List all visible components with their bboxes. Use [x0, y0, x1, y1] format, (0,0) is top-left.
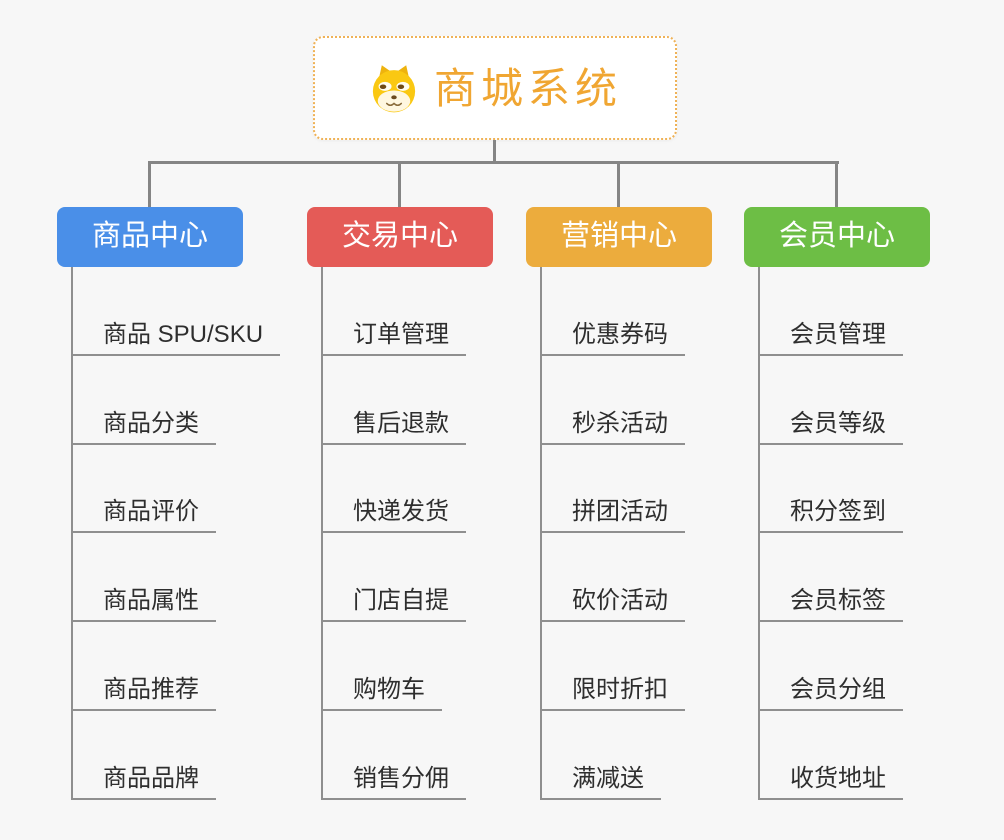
- branch-node[interactable]: 商品中心: [57, 207, 243, 267]
- leaf-row: 商品分类: [73, 356, 280, 445]
- connector-drop-line: [617, 161, 620, 207]
- leaf-topic[interactable]: 会员分组: [760, 675, 903, 711]
- leaf-row: 限时折扣: [542, 622, 685, 711]
- leaf-row: 收货地址: [760, 711, 903, 800]
- branch-label: 交易中心: [341, 219, 458, 252]
- branch-node[interactable]: 营销中心: [526, 207, 712, 267]
- branch-1: 商品中心 商品 SPU/SKU 商品分类 商品评价 商品属性 商品推荐 商品品牌: [57, 161, 281, 800]
- branch-leaves: 会员管理 会员等级 积分签到 会员标签 会员分组 收货地址: [758, 267, 903, 800]
- leaf-topic[interactable]: 商品 SPU/SKU: [73, 320, 281, 356]
- leaf-topic[interactable]: 优惠券码: [542, 320, 685, 356]
- leaf-topic[interactable]: 限时折扣: [542, 675, 685, 711]
- leaf-row: 商品 SPU/SKU: [73, 267, 281, 356]
- leaf-topic[interactable]: 收货地址: [760, 764, 903, 800]
- leaf-topic[interactable]: 秒杀活动: [542, 409, 685, 445]
- branch-3: 营销中心 优惠券码 秒杀活动 拼团活动 砍价活动 限时折扣 满减送: [526, 161, 712, 800]
- branch-label: 会员中心: [778, 219, 895, 252]
- connector-drop-line: [835, 161, 838, 207]
- leaf-row: 门店自提: [323, 533, 466, 623]
- leaf-row: 快递发货: [323, 445, 466, 534]
- leaf-topic[interactable]: 售后退款: [323, 409, 466, 445]
- leaf-topic[interactable]: 商品评价: [73, 497, 216, 534]
- leaf-topic[interactable]: 门店自提: [323, 586, 466, 623]
- leaf-topic[interactable]: 拼团活动: [542, 497, 685, 534]
- branch-node[interactable]: 会员中心: [744, 207, 930, 267]
- leaf-row: 商品品牌: [73, 711, 280, 800]
- leaf-row: 满减送: [542, 711, 685, 800]
- leaf-topic[interactable]: 商品属性: [73, 586, 216, 623]
- root-node[interactable]: 商城系统: [313, 36, 677, 140]
- leaf-row: 会员标签: [760, 533, 903, 623]
- leaf-row: 砍价活动: [542, 533, 685, 623]
- shiba-dog-icon: [368, 62, 420, 114]
- leaf-topic[interactable]: 商品分类: [73, 409, 216, 445]
- leaf-row: 销售分佣: [323, 711, 466, 800]
- leaf-row: 积分签到: [760, 445, 903, 534]
- branch-leaves: 商品 SPU/SKU 商品分类 商品评价 商品属性 商品推荐 商品品牌: [71, 267, 281, 800]
- leaf-row: 商品属性: [73, 533, 280, 623]
- branch-leaves: 优惠券码 秒杀活动 拼团活动 砍价活动 限时折扣 满减送: [540, 267, 685, 800]
- root-title: 商城系统: [433, 65, 622, 112]
- connector-drop-line: [398, 161, 401, 207]
- leaf-row: 商品评价: [73, 445, 280, 534]
- branch-2: 交易中心 订单管理 售后退款 快递发货 门店自提 购物车 销售分佣: [307, 161, 493, 800]
- leaf-row: 订单管理: [323, 267, 466, 356]
- leaf-topic[interactable]: 订单管理: [323, 320, 466, 356]
- leaf-row: 拼团活动: [542, 445, 685, 534]
- connector-horizontal: [148, 161, 839, 164]
- branch-leaves: 订单管理 售后退款 快递发货 门店自提 购物车 销售分佣: [321, 267, 466, 800]
- connector-drop-line: [148, 161, 151, 207]
- leaf-row: 会员分组: [760, 622, 903, 711]
- leaf-topic[interactable]: 积分签到: [760, 497, 903, 534]
- leaf-topic[interactable]: 购物车: [323, 675, 442, 711]
- leaf-topic[interactable]: 会员标签: [760, 586, 903, 623]
- leaf-row: 售后退款: [323, 356, 466, 445]
- leaf-topic[interactable]: 销售分佣: [323, 764, 466, 800]
- leaf-topic[interactable]: 商品品牌: [73, 764, 216, 800]
- leaf-topic[interactable]: 砍价活动: [542, 586, 685, 623]
- branch-label: 营销中心: [560, 219, 677, 252]
- leaf-topic[interactable]: 会员等级: [760, 409, 903, 445]
- leaf-row: 购物车: [323, 622, 466, 711]
- branch-node[interactable]: 交易中心: [307, 207, 493, 267]
- leaf-row: 秒杀活动: [542, 356, 685, 445]
- leaf-row: 商品推荐: [73, 622, 280, 711]
- leaf-row: 优惠券码: [542, 267, 685, 356]
- leaf-topic[interactable]: 商品推荐: [73, 675, 216, 711]
- leaf-topic[interactable]: 快递发货: [323, 497, 466, 534]
- connector-root-stub: [493, 140, 496, 161]
- leaf-topic[interactable]: 会员管理: [760, 320, 903, 356]
- leaf-row: 会员等级: [760, 356, 903, 445]
- leaf-topic[interactable]: 满减送: [542, 764, 661, 800]
- leaf-row: 会员管理: [760, 267, 903, 356]
- branch-label: 商品中心: [91, 219, 208, 252]
- branch-4: 会员中心 会员管理 会员等级 积分签到 会员标签 会员分组 收货地址: [744, 161, 930, 800]
